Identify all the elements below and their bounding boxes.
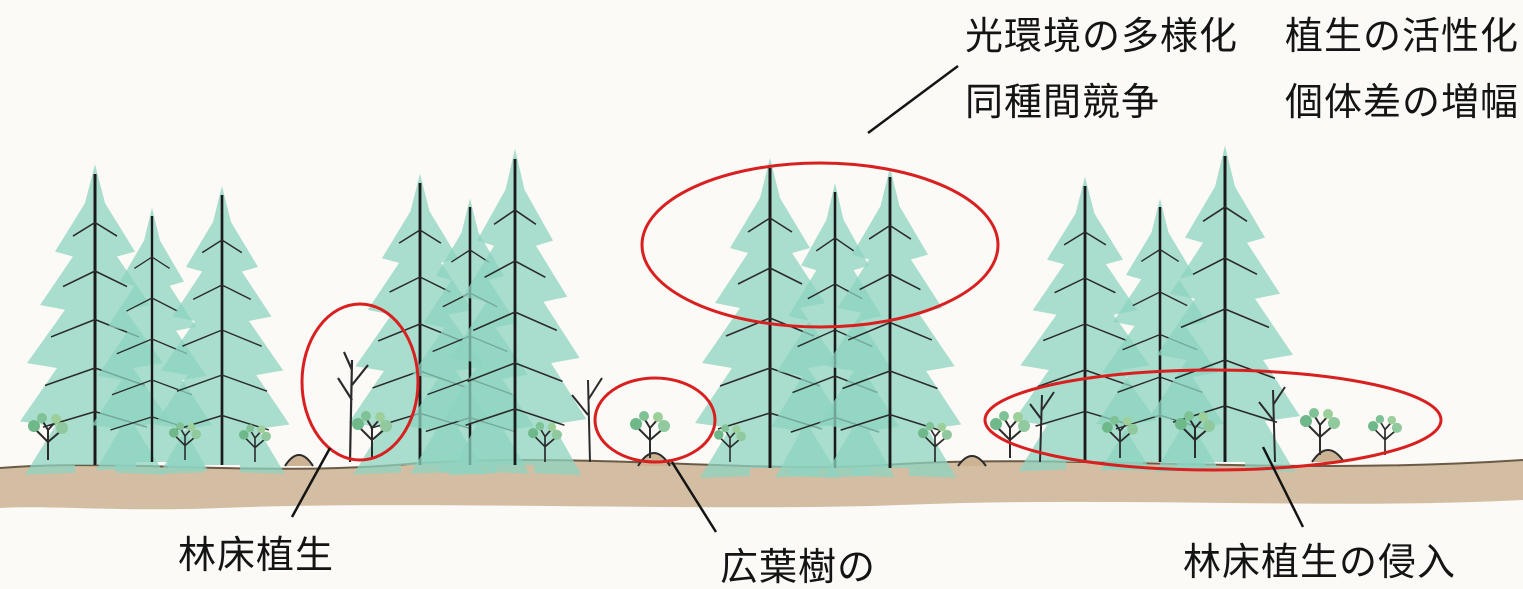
broadleaf-highlight-ring [593,376,717,464]
forest-floor-invasion-label: 林床植生の侵入 [1183,540,1457,584]
sapling-highlight-ring [300,302,420,462]
understory-shrub [629,410,671,459]
leader-line [670,461,718,533]
leader-line [867,64,959,135]
intraspecific-competition-label: 同種間競争 [965,80,1161,124]
forest-floor-vegetation-label: 林床植生 [178,533,335,577]
leader-line [1261,446,1305,528]
individual-variation-label: 個体差の増幅 [1285,80,1520,124]
floor-invasion-highlight-ring [983,368,1443,472]
broadleaf-trees-label: 広葉樹の [720,545,877,589]
canopy-highlight-ring [640,161,1000,329]
light-diversification-label: 光環境の多様化 [965,14,1239,58]
understory-shrub [1299,407,1341,456]
leader-line [290,447,332,518]
vegetation-activation-label: 植生の活性化 [1285,14,1520,58]
